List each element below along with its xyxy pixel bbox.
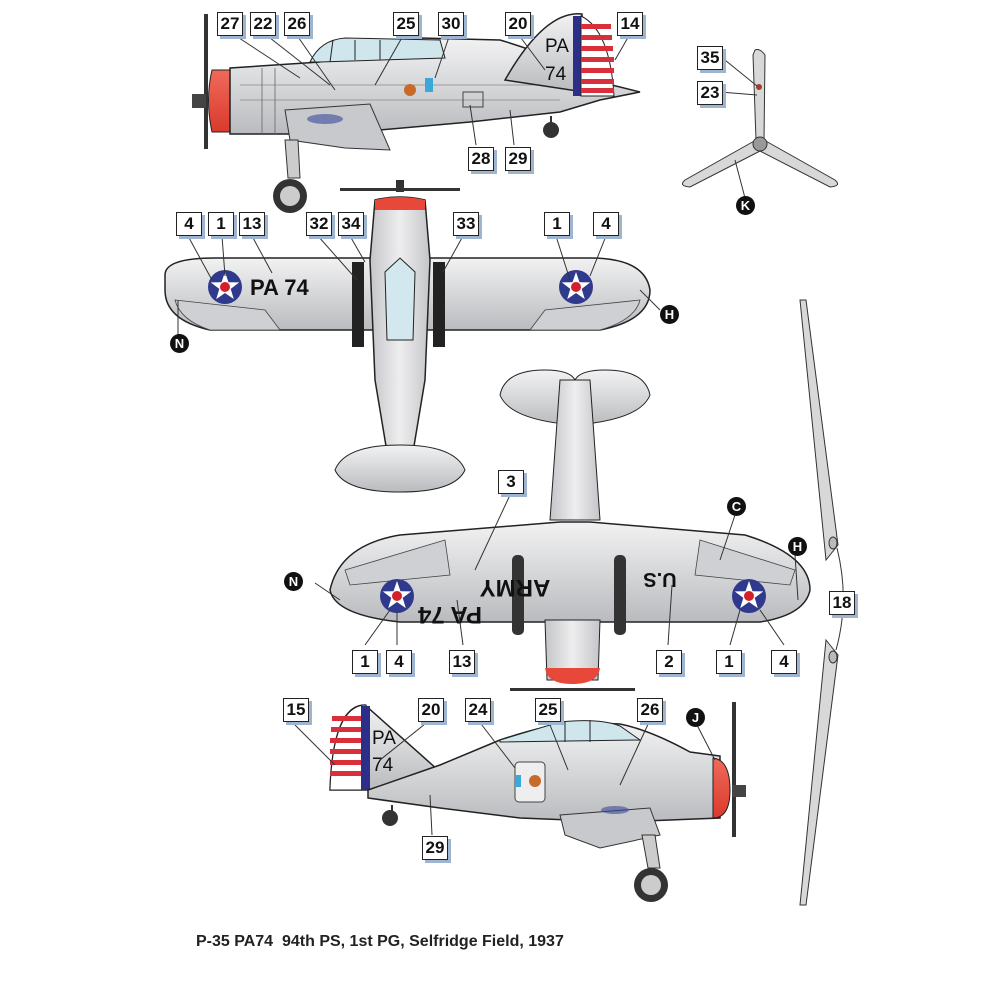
wing-edge-view: [799, 299, 839, 906]
svg-text:PA: PA: [372, 728, 396, 749]
callout-22: 22: [250, 12, 276, 36]
callout-33: 33: [453, 212, 479, 236]
callout-4: 4: [593, 212, 619, 236]
callout-4: 4: [176, 212, 202, 236]
marker-h: H: [660, 305, 679, 324]
left-side-view: PA 74: [192, 13, 641, 213]
callout-13: 13: [239, 212, 265, 236]
callout-20: 20: [505, 12, 531, 36]
marker-h: H: [788, 537, 807, 556]
callout-1: 1: [352, 650, 378, 674]
callout-25: 25: [535, 698, 561, 722]
callout-15: 15: [283, 698, 309, 722]
rudder-stripes: [573, 15, 615, 97]
callout-23: 23: [697, 81, 723, 105]
svg-text:74: 74: [372, 755, 394, 776]
svg-text:U.S: U.S: [643, 568, 676, 590]
callout-29: 29: [422, 836, 448, 860]
marker-c: C: [727, 497, 746, 516]
svg-text:ARMY: ARMY: [480, 574, 551, 601]
callout-35: 35: [697, 46, 723, 70]
callout-14: 14: [617, 12, 643, 36]
callout-27: 27: [217, 12, 243, 36]
svg-text:PA 74: PA 74: [417, 601, 482, 628]
callout-1: 1: [208, 212, 234, 236]
callout-25: 25: [393, 12, 419, 36]
bottom-view: ARMY PA 74 U.S: [329, 369, 811, 691]
svg-text:74: 74: [545, 64, 567, 85]
callout-1: 1: [716, 650, 742, 674]
right-side-view: PA 74: [329, 702, 746, 902]
callout-20: 20: [418, 698, 444, 722]
svg-text:PA 74: PA 74: [250, 275, 309, 300]
leader-lines: [177, 33, 844, 836]
rudder-stripes-right: [329, 704, 370, 791]
marker-n: N: [284, 572, 303, 591]
callout-32: 32: [306, 212, 332, 236]
callout-4: 4: [386, 650, 412, 674]
callout-29: 29: [505, 147, 531, 171]
callout-26: 26: [284, 12, 310, 36]
callout-30: 30: [438, 12, 464, 36]
marker-j: J: [686, 708, 705, 727]
callout-28: 28: [468, 147, 494, 171]
top-view: PA 74: [164, 180, 651, 493]
svg-text:PA: PA: [545, 36, 569, 57]
callout-1: 1: [544, 212, 570, 236]
callout-13: 13: [449, 650, 475, 674]
callout-24: 24: [465, 698, 491, 722]
callout-3: 3: [498, 470, 524, 494]
marker-n: N: [170, 334, 189, 353]
propeller-detail: [681, 49, 839, 188]
callout-2: 2: [656, 650, 682, 674]
marker-k: K: [736, 196, 755, 215]
caption: P-35 PA74 94th PS, 1st PG, Selfridge Fie…: [196, 933, 564, 950]
callout-4: 4: [771, 650, 797, 674]
callout-26: 26: [637, 698, 663, 722]
callout-18: 18: [829, 591, 855, 615]
callout-34: 34: [338, 212, 364, 236]
